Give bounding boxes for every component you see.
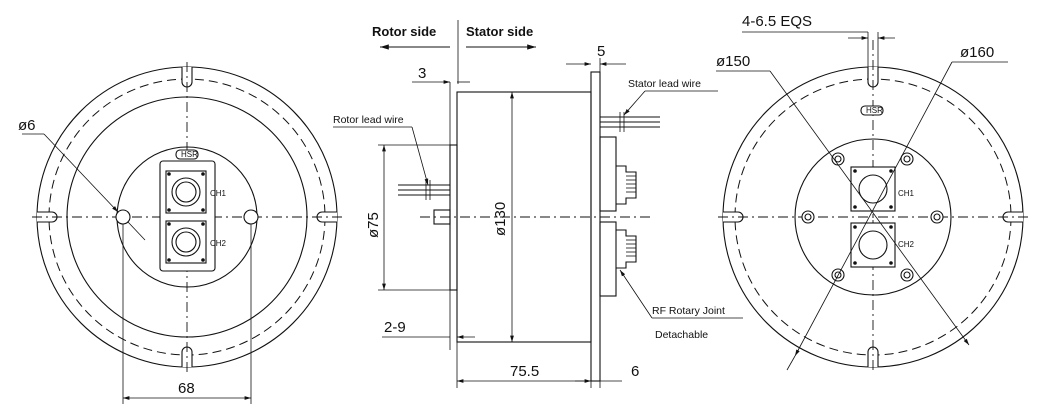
side-dim-5: 5 — [597, 43, 605, 60]
detachable-label: Detachable — [655, 329, 708, 341]
side-dim-3: 3 — [418, 65, 426, 82]
left-shaft-hole-left — [115, 209, 131, 225]
right-view: HSR CH1 CH2 4-6.5 EQS ø150 — [716, 13, 1028, 372]
right-holes-dim: 4-6.5 EQS — [742, 13, 812, 30]
side-dim-130: ø130 — [492, 202, 509, 236]
right-ch2-label: CH2 — [898, 240, 915, 249]
side-view: Rotor side Stator side Rotor lead wire — [333, 20, 743, 388]
svg-text:HSR: HSR — [866, 106, 883, 115]
right-ch1-label: CH1 — [898, 189, 915, 198]
left-shaft-hole-right — [243, 209, 259, 225]
right-dim-150: ø150 — [716, 53, 750, 70]
side-dim-6: 6 — [631, 363, 639, 380]
left-width-dim: 68 — [178, 380, 195, 397]
left-view: HSR CH1 CH2 ø6 68 — [18, 62, 342, 404]
left-ch2-label: CH2 — [210, 239, 227, 248]
left-hole-dim: ø6 — [18, 117, 36, 134]
stator-lead-wire-label: Stator lead wire — [628, 78, 701, 90]
side-dim-2-9: 2-9 — [384, 319, 406, 336]
left-ch1-label: CH1 — [210, 189, 227, 198]
stator-side-label: Stator side — [466, 24, 533, 39]
side-dim-75: ø75 — [365, 212, 382, 238]
rotor-side-label: Rotor side — [372, 24, 436, 39]
rf-rotary-joint-label: RF Rotary Joint — [652, 305, 725, 317]
right-dim-160: ø160 — [960, 44, 994, 61]
side-flange — [590, 71, 601, 382]
svg-text:HSR: HSR — [181, 150, 198, 159]
rotor-lead-wire-label: Rotor lead wire — [333, 114, 404, 126]
side-dim-75-5: 75.5 — [510, 363, 539, 380]
